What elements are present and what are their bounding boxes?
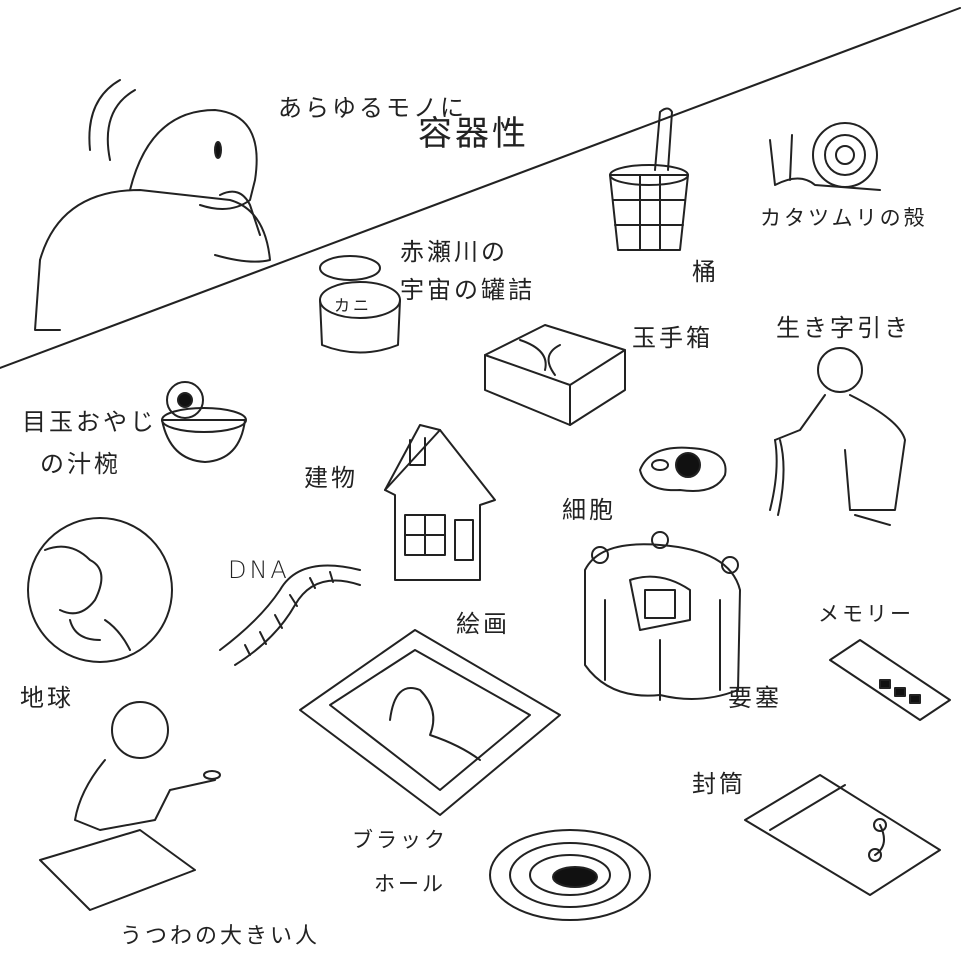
cell-drawing [639,446,727,492]
memory-stick-drawing [829,639,951,721]
thinking-person-drawing [34,79,271,331]
label-black-hole-1: ブラック [352,828,448,852]
soup-bowl-drawing [161,381,247,463]
old-man-drawing [769,347,906,526]
envelope-drawing [744,774,941,896]
label-cell: 細胞 [562,496,616,524]
label-big-hearted-person: うつわの大きい人 [120,924,321,949]
label-space-can-2: 宇宙の罐詰 [400,276,535,304]
label-space-can-1: 赤瀬川の [400,238,508,266]
label-memory: メモリー [818,602,914,626]
label-painting: 絵画 [456,610,510,638]
label-building: 建物 [304,464,358,492]
diagonal-divider-line [0,7,961,369]
bucket-drawing [609,107,689,251]
label-envelope: 封筒 [692,770,746,798]
label-soup-bowl-1: 目玉おやじ [22,408,157,436]
title-line1: あらゆるモノに [278,94,467,122]
label-earth: 地球 [20,684,74,712]
person-with-cup-drawing [39,701,221,911]
label-walking-dictionary: 生き字引き [776,314,911,342]
label-tamatebako: 玉手箱 [632,324,713,352]
label-black-hole-2: ホール [374,872,446,896]
label-snail-shell: カタツムリの殻 [760,206,928,230]
label-can-crab: カニ [334,296,373,315]
snail-drawing [769,122,881,191]
label-soup-bowl-2: の汁椀 [40,450,121,478]
painting-drawing [299,629,561,816]
label-dna: DNA [228,556,290,584]
fortress-drawing [584,531,741,701]
label-oke: 桶 [692,258,719,286]
label-fortress: 要塞 [728,684,782,712]
space-can-drawing [319,255,401,354]
title-line2: 容器性 [418,114,529,154]
black-hole-drawing [489,829,651,921]
treasure-box-drawing [484,324,626,426]
earth-drawing [27,517,173,663]
house-drawing [384,424,496,581]
dna-drawing [219,564,361,666]
